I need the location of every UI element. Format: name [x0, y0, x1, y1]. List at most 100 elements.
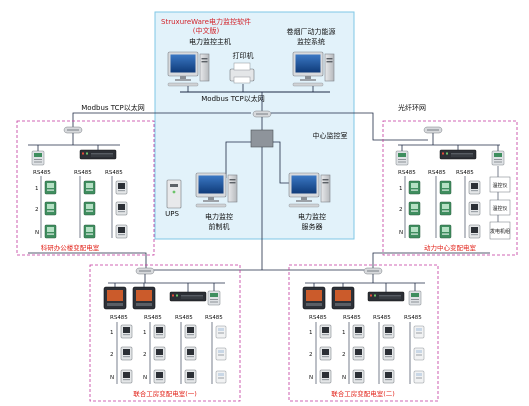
tr-meter-2-3	[439, 224, 452, 239]
center-switch-icon	[252, 110, 272, 118]
br-meter-2-2	[352, 346, 365, 361]
tr-nN: N	[399, 230, 403, 236]
tl-rs485-2: RS485	[74, 170, 92, 176]
svg-text:温控仪: 温控仪	[492, 205, 507, 212]
station-power-center	[382, 120, 518, 256]
br-meter-1-3	[319, 369, 332, 384]
tr-meter-3-1	[468, 180, 481, 195]
center-network-label: Modbus TCP以太网	[201, 94, 265, 103]
right-uplink	[271, 112, 428, 141]
server-label-1: 电力监控	[298, 212, 326, 221]
hub-to-server-line	[273, 141, 292, 184]
br-station-label: 联合工房变配电室(二)	[331, 389, 395, 398]
left-uplink	[72, 112, 251, 127]
tr-switch-icon	[423, 126, 443, 134]
ups-icon	[166, 179, 182, 209]
tl-rs485-1: RS485	[33, 170, 51, 176]
frontend-label-2: 前制机	[209, 222, 230, 231]
frontend-label-1: 电力监控	[205, 212, 233, 221]
tl-meter-3-1	[115, 180, 128, 195]
bl-display-2	[132, 286, 156, 310]
svg-text:发电机组: 发电机组	[490, 228, 510, 235]
bl-n1b: 1	[143, 330, 147, 336]
tr-meter-2-2	[439, 201, 452, 216]
tl-n2: 2	[35, 207, 39, 213]
hub-to-frontend-line	[225, 141, 251, 178]
bl-n2b: 2	[143, 352, 147, 358]
bl-gateway-icon	[169, 291, 207, 302]
tl-meter-2-2	[83, 201, 96, 216]
bl-meter-3-1	[184, 324, 197, 339]
tr-meter-3-3	[468, 224, 481, 239]
tr-meter-1-1	[408, 180, 421, 195]
ring-right-riser	[372, 252, 490, 270]
bl-meter-1-2	[120, 346, 133, 361]
bl-meter-2-2	[153, 346, 166, 361]
br-meter-1-1	[319, 324, 332, 339]
br-meter-4-1	[413, 325, 425, 339]
br-gateway-icon	[367, 291, 405, 302]
tr-rs485-3: RS485	[456, 170, 474, 176]
tr-meter-3-2	[468, 201, 481, 216]
host-label: 电力监控主机	[189, 37, 231, 46]
bl-meter-3-3	[184, 369, 197, 384]
bl-meter-1-3	[120, 369, 133, 384]
center-control-room-panel	[154, 11, 355, 240]
tr-plc-icon-2	[491, 150, 505, 166]
br-n2b: 2	[342, 352, 346, 358]
tl-meter-2-1	[83, 180, 96, 195]
bl-rs485-2: RS485	[144, 315, 162, 321]
br-plc-icon	[408, 290, 422, 306]
tl-plc-icon	[31, 150, 45, 166]
tl-meter-1-3	[44, 224, 57, 239]
tl-switch-icon	[63, 126, 83, 134]
bl-meter-4-3	[215, 370, 227, 384]
tr-plc-icon-1	[395, 150, 409, 166]
station-joint-workshop-2	[288, 264, 439, 402]
bl-switch-icon	[135, 267, 155, 275]
bl-meter-4-2	[215, 347, 227, 361]
br-nNb: N	[342, 375, 346, 381]
tl-meter-2-3	[83, 224, 96, 239]
bl-meter-3-2	[184, 346, 197, 361]
br-rs485-3: RS485	[373, 315, 391, 321]
br-meter-2-3	[352, 369, 365, 384]
station-research-building	[16, 120, 155, 256]
energy-system-label-2: 监控系统	[297, 37, 325, 46]
server-label-2: 服务器	[302, 222, 323, 231]
bl-n1: 1	[110, 330, 114, 336]
station-joint-workshop-1	[89, 264, 241, 402]
tr-n2: 2	[399, 207, 403, 213]
bl-n2: 2	[110, 352, 114, 358]
tr-station-label: 动力中心变配电室	[424, 243, 477, 252]
br-display-2	[331, 286, 355, 310]
br-meter-1-2	[319, 346, 332, 361]
left-link-label: Modbus TCP以太网	[81, 103, 145, 112]
tr-gateway-icon	[439, 149, 477, 160]
bl-nNb: N	[143, 375, 147, 381]
tl-meter-1-2	[44, 201, 57, 216]
br-n1b: 1	[342, 330, 346, 336]
br-rs485-4: RS485	[404, 315, 422, 321]
br-meter-4-2	[413, 347, 425, 361]
tl-n1: 1	[35, 186, 39, 192]
tr-device-generator: 发电机组	[489, 221, 511, 240]
tr-device-temp-2: 温控仪	[489, 199, 511, 216]
center-hub-box	[250, 129, 274, 148]
bl-meter-2-3	[153, 369, 166, 384]
br-rs485-1: RS485	[309, 315, 327, 321]
tr-device-temp-1: 温控仪	[489, 176, 511, 193]
bl-rs485-4: RS485	[205, 315, 223, 321]
tl-gateway-icon	[79, 149, 117, 160]
tr-rs485-2: RS485	[428, 170, 446, 176]
tl-meter-3-2	[115, 201, 128, 216]
bl-meter-4-1	[215, 325, 227, 339]
tl-rs485-3: RS485	[105, 170, 123, 176]
tr-rs485-1: RS485	[398, 170, 416, 176]
bl-meter-2-1	[153, 324, 166, 339]
ups-label: UPS	[165, 210, 179, 218]
software-title: StruxureWare电力监控软件	[161, 17, 251, 26]
br-meter-4-3	[413, 370, 425, 384]
br-n1: 1	[309, 330, 313, 336]
bl-meter-1-1	[120, 324, 133, 339]
